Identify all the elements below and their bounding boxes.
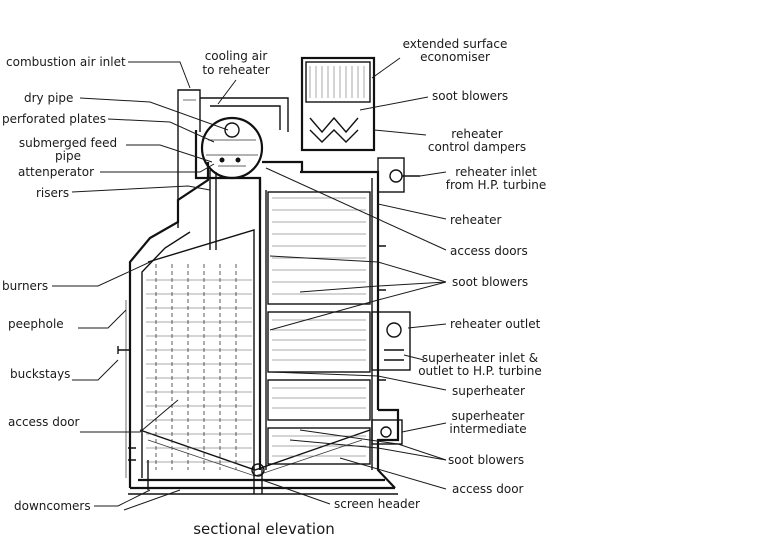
label-access-doors: access doors xyxy=(450,244,528,258)
label-reheater-inlet-line2: from H.P. turbine xyxy=(446,178,547,192)
label-reheater-outlet: reheater outlet xyxy=(450,317,541,331)
label-reheater-dampers-line1: reheater xyxy=(451,127,502,141)
label-superheater-inlet-line2: outlet to H.P. turbine xyxy=(418,364,542,378)
label-soot-blowers-bottom: soot blowers xyxy=(448,453,524,467)
label-combustion-air-inlet: combustion air inlet xyxy=(6,55,126,69)
label-reheater-inlet-line1: reheater inlet xyxy=(455,165,537,179)
label-cooling-air-line2: to reheater xyxy=(202,63,269,77)
label-buckstays: buckstays xyxy=(10,367,70,381)
reheater-inlet-header xyxy=(377,157,420,193)
screen-header xyxy=(251,463,265,477)
label-attenperator: attenperator xyxy=(18,165,94,179)
label-cooling-air-line1: cooling air xyxy=(205,49,268,63)
label-dry-pipe: dry pipe xyxy=(24,91,73,105)
label-superheater-inlet-line1: superheater inlet & xyxy=(422,351,538,365)
label-soot-blowers-top: soot blowers xyxy=(432,89,508,103)
label-superheater: superheater xyxy=(452,384,525,398)
label-screen-header: screen header xyxy=(334,497,420,511)
label-access-door-right: access door xyxy=(452,482,524,496)
caption: sectional elevation xyxy=(193,520,335,538)
economiser xyxy=(300,56,376,152)
label-superheater-intermediate-line1: superheater xyxy=(452,409,525,423)
label-burners: burners xyxy=(2,279,48,293)
labels: combustion air inlet cooling air to rehe… xyxy=(2,37,546,538)
boiler-body xyxy=(117,56,420,495)
label-downcomers: downcomers xyxy=(14,499,91,513)
label-reheater: reheater xyxy=(450,213,501,227)
dry-pipe xyxy=(224,122,240,138)
label-perforated-plates: perforated plates xyxy=(2,112,106,126)
label-soot-blowers-mid: soot blowers xyxy=(452,275,528,289)
label-access-door-left: access door xyxy=(8,415,80,429)
label-reheater-dampers-line2: control dampers xyxy=(428,140,526,154)
label-submerged-feed-line1: submerged feed xyxy=(19,136,117,150)
label-peephole: peephole xyxy=(8,317,64,331)
label-submerged-feed-line2: pipe xyxy=(55,149,81,163)
furnace-hatching xyxy=(146,264,252,470)
label-risers: risers xyxy=(36,186,69,200)
steam-drum xyxy=(200,116,264,180)
superheater-bank xyxy=(267,311,371,465)
label-economiser-line1: extended surface xyxy=(403,37,508,51)
reheater-outlet-header xyxy=(371,311,411,371)
label-economiser-line2: economiser xyxy=(420,50,490,64)
leader-lines xyxy=(52,57,447,511)
label-superheater-intermediate-line2: intermediate xyxy=(449,422,526,436)
